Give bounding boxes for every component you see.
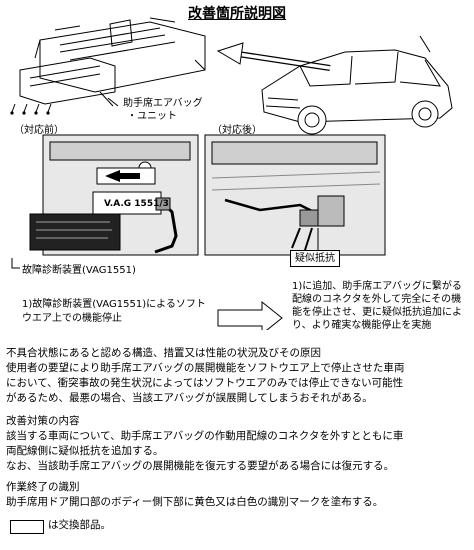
legend-swatch: [10, 520, 44, 534]
before-label: （対応前）: [14, 125, 64, 136]
vag-label: V.A.G 1551/3: [104, 199, 169, 209]
diagnostic-device-label: 故障診断装置(VAG1551): [22, 265, 136, 276]
section-line: があるため、最悪の場合、当該エアバッグが誤展開してしまうおそれがある。: [6, 392, 373, 404]
section-line: なお、当該助手席エアバッグの展開機能を復元する要望がある場合には復元する。: [6, 460, 395, 472]
page-title: 改善箇所説明図: [188, 6, 286, 22]
section-cause: 不具合状態にあると認める構造、措置又は性能の状況及びその原因 使用者の要望により…: [6, 346, 404, 406]
before-panel: [29, 134, 199, 256]
step-arrow: [217, 300, 283, 330]
airbag-unit-label: 助手席エアバッグ ・ユニット: [123, 98, 203, 122]
section-line: 両配線側に疑似抵抗を追加する。: [6, 445, 164, 457]
section-line: 該当する車両について、助手席エアバッグの作動用配線のコネクタを外すとともに車: [6, 430, 404, 442]
before-step-text: 1)故障診断装置(VAG1551)によるソフトウエア上での機能停止: [22, 299, 206, 324]
pointer-arrow: [216, 42, 331, 71]
illustration: [10, 17, 453, 330]
after-panel: [204, 134, 386, 256]
section-line: 助手席用ドア開口部のボディー側下部に黄色又は白色の識別マークを塗布する。: [6, 496, 384, 508]
after-step-text: 1)に追加、助手席エアバッグに繋がる配線のコネクタを外して完全にその機能を停止さ…: [292, 281, 462, 331]
legend-text: は交換部品。: [48, 519, 111, 531]
section-identification: 作業終了の識別 助手席用ドア開口部のボディー側下部に黄色又は白色の識別マークを塗…: [6, 480, 383, 510]
section-heading: 改善対策の内容: [6, 415, 80, 427]
leader-lines: [11, 97, 319, 269]
section-heading: 作業終了の識別: [6, 481, 80, 493]
bolts: [10, 111, 50, 115]
after-label: （対応後）: [212, 125, 262, 136]
section-measures: 改善対策の内容 該当する車両について、助手席エアバッグの作動用配線のコネクタを外…: [6, 414, 403, 474]
section-line: 使用者の要望により助手席エアバッグの展開機能をソフトウエア上で停止させた車両: [6, 362, 405, 374]
section-line: において、衝突事故の発生状況によってはソフトウエアのみでは停止できない可能性: [6, 377, 404, 389]
car-drawing: [261, 35, 453, 135]
section-heading: 不具合状態にあると認める構造、措置又は性能の状況及びその原因: [6, 347, 321, 359]
dummy-resistor-label: 疑似抵抗: [290, 250, 340, 267]
dashboard-drawing: [11, 17, 206, 113]
